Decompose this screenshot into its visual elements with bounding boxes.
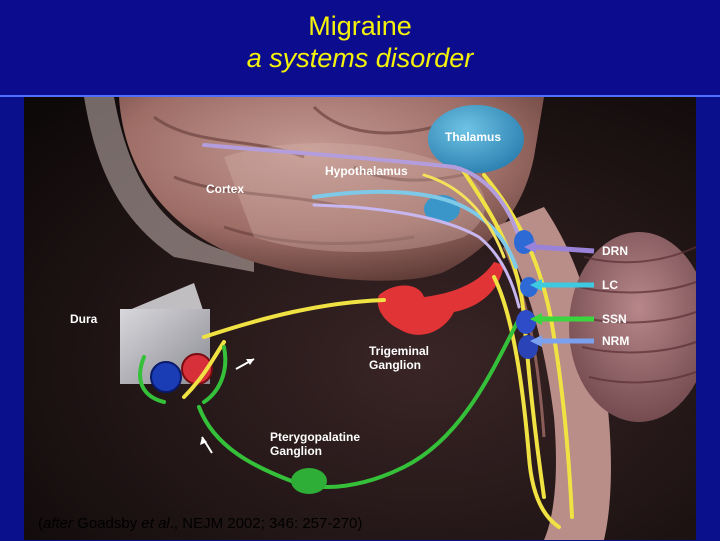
citation-open-paren: ( — [38, 515, 43, 532]
title-divider — [0, 95, 720, 97]
citation-etal: et al — [141, 515, 170, 532]
label-trigeminal-line1: Trigeminal — [369, 344, 429, 358]
citation-rest: ., NEJM 2002; 346: 257-270) — [169, 515, 363, 532]
label-thalamus: Thalamus — [445, 130, 501, 144]
label-pterygopalatine-line2: Ganglion — [270, 444, 322, 458]
flow-arrowhead — [200, 437, 207, 445]
corpus-callosum — [224, 143, 486, 252]
thalamus — [428, 105, 524, 173]
brain-pathway-illustration: Thalamus Hypothalamus Cortex Dura DRN LC… — [24, 97, 696, 540]
label-pterygopalatine-line1: Pterygopalatine — [270, 430, 360, 444]
cerebellum — [569, 232, 696, 422]
label-cortex: Cortex — [206, 182, 244, 196]
citation-authors: Goadsby — [73, 515, 142, 532]
lc-nucleus — [520, 277, 538, 297]
ascending-projections — [202, 143, 524, 309]
flow-arrowhead — [246, 359, 254, 365]
ssn-nucleus — [516, 310, 536, 334]
citation: (after Goadsby et al., NEJM 2002; 346: 2… — [30, 511, 370, 541]
label-ssn: SSN — [602, 312, 627, 326]
label-dura: Dura — [70, 312, 98, 326]
label-hypothalamus: Hypothalamus — [325, 164, 408, 178]
slide-title-block: Migraine a systems disorder — [0, 0, 720, 95]
pterygopalatine-ganglion — [291, 468, 327, 494]
nucleus-arrows — [524, 241, 595, 347]
slide-subtitle: a systems disorder — [246, 43, 474, 73]
parasympathetic-pathway — [138, 317, 521, 489]
citation-after: after — [43, 515, 74, 532]
brain-diagram-svg: Thalamus Hypothalamus Cortex Dura DRN LC… — [24, 97, 696, 540]
label-nrm: NRM — [602, 334, 629, 348]
label-trigeminal-line2: Ganglion — [369, 358, 421, 372]
label-lc: LC — [602, 278, 618, 292]
label-drn: DRN — [602, 244, 628, 258]
vein — [150, 361, 182, 393]
trigeminal-ganglion — [377, 262, 504, 335]
dura-projection — [122, 283, 204, 313]
slide-title: Migraine — [308, 11, 412, 41]
